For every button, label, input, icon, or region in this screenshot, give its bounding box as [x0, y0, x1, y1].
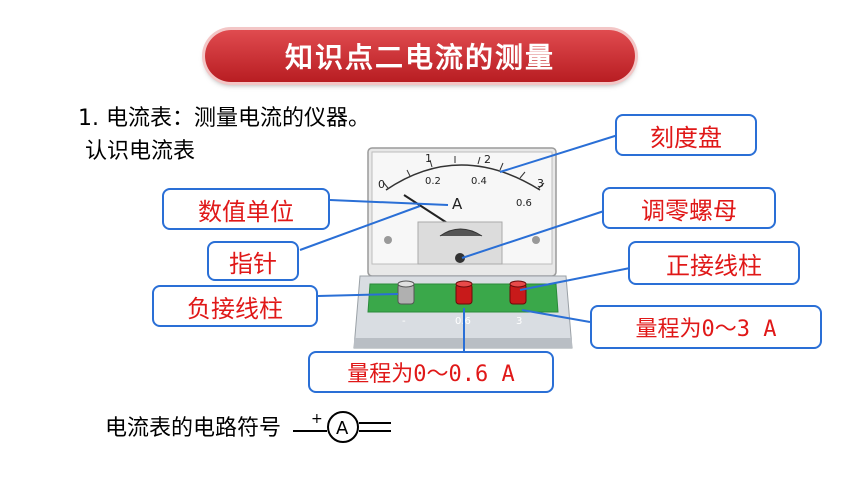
label-range-small: 量程为0～0.6 A — [308, 351, 554, 393]
terminal-label-06: 0.6 — [455, 316, 471, 327]
scale-bottom-1: 0.2 — [425, 176, 441, 187]
negative-terminal-post — [397, 280, 415, 305]
terminal-post-3 — [509, 280, 527, 305]
dial-ticks — [382, 156, 545, 190]
ammeter-symbol: + A — [293, 411, 392, 443]
scale-bottom-2: 0.4 — [471, 176, 487, 187]
label-dial: 刻度盘 — [615, 114, 757, 156]
terminal-label-3: 3 — [516, 316, 522, 327]
zero-adjust-screw — [455, 253, 465, 263]
terminal-post-06 — [455, 280, 473, 305]
label-negative-terminal: 负接线柱 — [152, 285, 318, 327]
label-positive-terminal: 正接线柱 — [628, 241, 800, 285]
symbol-line: 电流表的电路符号 + A — [105, 409, 401, 443]
symbol-letter: A — [336, 418, 349, 439]
scale-top-0: 0 — [378, 178, 385, 191]
leader-lines — [299, 134, 631, 360]
subheading: 认识电流表 — [85, 139, 196, 164]
scale-top-2: 2 — [484, 153, 491, 166]
scale-top-3: 3 — [537, 177, 544, 190]
scale-top-1: 1 — [425, 152, 432, 165]
terminal-label-neg: - — [402, 316, 406, 327]
label-range-large: 量程为0～3 A — [590, 305, 822, 349]
label-unit: 数值单位 — [162, 188, 330, 230]
unit-symbol: A — [452, 195, 463, 213]
dial-arc — [385, 164, 541, 191]
symbol-plus: + — [311, 411, 323, 427]
label-pointer: 指针 — [207, 241, 299, 281]
title-banner: 知识点二电流的测量 — [205, 30, 635, 82]
intro-text: 1. 电流表：测量电流的仪器。 — [78, 106, 370, 131]
page-title: 知识点二电流的测量 — [284, 41, 555, 74]
symbol-caption: 电流表的电路符号 — [105, 416, 282, 441]
scale-bottom-3: 0.6 — [516, 198, 532, 209]
label-zero-adjust: 调零螺母 — [602, 187, 776, 229]
